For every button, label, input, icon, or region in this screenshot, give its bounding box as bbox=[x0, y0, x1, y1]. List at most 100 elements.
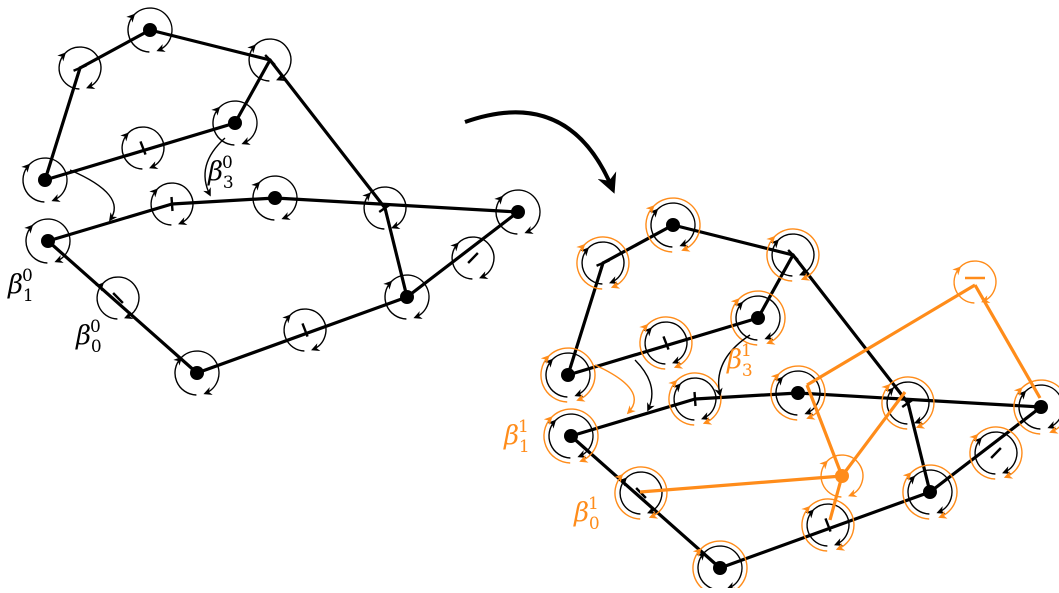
midpoint-halo-arc bbox=[614, 473, 641, 520]
overlay-edge bbox=[639, 474, 843, 494]
graph-edge bbox=[273, 196, 520, 214]
graph-vertex bbox=[564, 429, 578, 443]
graph-vertex bbox=[38, 173, 52, 187]
vertex-rotor-arc bbox=[390, 274, 430, 319]
midpoint-rotor-arc bbox=[805, 509, 828, 547]
midpoint-rotor-arc bbox=[155, 182, 194, 226]
midpoint-rotor-arc bbox=[368, 186, 407, 230]
graph-vertex bbox=[561, 368, 575, 382]
midpoint-rotor-arc bbox=[288, 308, 327, 352]
graph-edge bbox=[268, 58, 387, 210]
overlay-vertex bbox=[835, 469, 849, 483]
edge-tick bbox=[467, 252, 479, 264]
graph-vertex bbox=[923, 485, 937, 499]
right-graph bbox=[540, 197, 1059, 593]
overlay-edge bbox=[805, 384, 844, 477]
vertex-rotor-arc bbox=[913, 469, 953, 514]
vertex-rotor-arc bbox=[21, 163, 45, 203]
vertex-halo-arc bbox=[652, 197, 701, 252]
edge-tick bbox=[662, 336, 670, 350]
midpoint-rotor-arc bbox=[649, 321, 688, 365]
graph-edge bbox=[78, 28, 152, 70]
midpoint-rotor-arc bbox=[120, 132, 143, 170]
vertex-halo-arc bbox=[730, 298, 758, 346]
edge-tick bbox=[170, 196, 174, 212]
midpoint-rotor-arc bbox=[891, 381, 930, 425]
edge-tick bbox=[301, 323, 309, 337]
vertex-rotor-arc bbox=[251, 181, 275, 221]
graph-edge bbox=[405, 210, 520, 299]
vertex-rotor-arc bbox=[547, 419, 571, 459]
midpoint-rotor-arc bbox=[253, 38, 292, 82]
midpoint-halo-arc bbox=[976, 426, 1023, 479]
midpoint-halo-arc bbox=[881, 383, 908, 430]
midpoint-rotor-arc bbox=[63, 46, 102, 90]
graph-edge bbox=[796, 391, 1043, 409]
graph-edge bbox=[566, 316, 760, 377]
vertex-halo-arc bbox=[550, 408, 599, 463]
midpoint-rotor-arc bbox=[580, 247, 603, 285]
midpoint-rotor-arc bbox=[282, 314, 305, 352]
midpoint-halo-arc bbox=[639, 323, 666, 370]
graph-edge bbox=[566, 261, 605, 377]
vertex-rotor-arc bbox=[383, 280, 407, 320]
beta-arrow bbox=[594, 364, 636, 415]
overlay-edge bbox=[840, 391, 907, 477]
midpoint-rotor-arc bbox=[456, 236, 495, 280]
midpoint-rotor-arc bbox=[362, 192, 385, 230]
midpoint-halo-arc bbox=[646, 316, 693, 369]
midpoint-rotor-arc bbox=[643, 327, 666, 365]
graph-edge bbox=[383, 206, 409, 299]
midpoint-rotor-arc bbox=[57, 52, 80, 90]
graph-vertex bbox=[1034, 400, 1048, 414]
midpoint-halo-arc bbox=[668, 379, 695, 426]
edge-tick bbox=[378, 203, 392, 213]
edge-tick bbox=[787, 249, 799, 261]
transform-arrow bbox=[464, 110, 617, 194]
midpoint-rotor-arc bbox=[126, 126, 165, 170]
vertex-rotor-arc bbox=[734, 301, 758, 341]
graph-edge bbox=[756, 253, 795, 320]
midpoint-halo-arc bbox=[583, 236, 630, 289]
graph-vertex bbox=[400, 290, 414, 304]
edge-tick bbox=[693, 391, 697, 407]
vertex-halo-arc bbox=[692, 548, 712, 593]
vertex-halo-arc bbox=[909, 464, 958, 519]
overlay-rotor-arc bbox=[958, 260, 997, 304]
midpoint-rotor-arc bbox=[149, 188, 172, 226]
graph-vertex bbox=[751, 311, 765, 325]
vertex-halo-arc bbox=[737, 290, 786, 345]
graph-edge bbox=[671, 223, 795, 257]
edge-tick bbox=[73, 64, 87, 72]
midpoint-rotor-arc bbox=[979, 431, 1018, 475]
vertex-halo-arc bbox=[1013, 387, 1041, 435]
graph-vertex bbox=[41, 234, 55, 248]
vertex-rotor-arc bbox=[1017, 390, 1041, 430]
vertex-rotor-arc bbox=[554, 413, 594, 458]
midpoint-rotor-arc bbox=[247, 44, 270, 82]
graph-edge bbox=[928, 405, 1043, 494]
midpoint-halo-arc bbox=[766, 235, 793, 282]
midpoint-halo-arc bbox=[576, 243, 603, 290]
graph-edge bbox=[170, 196, 277, 206]
vertex-rotor-arc bbox=[703, 545, 743, 590]
midpoint-rotor-arc bbox=[101, 276, 140, 320]
vertex-rotor-arc bbox=[774, 376, 798, 416]
edge-tick bbox=[264, 54, 276, 66]
vertex-halo-arc bbox=[770, 373, 798, 421]
vertex-rotor-arc bbox=[218, 100, 258, 145]
vertex-rotor-arc bbox=[133, 7, 173, 52]
midpoint-halo-arc bbox=[675, 372, 722, 425]
graph-vertex bbox=[190, 366, 204, 380]
graph-edge bbox=[569, 434, 722, 570]
overlay-edge bbox=[973, 284, 1042, 399]
vertex-halo-arc bbox=[902, 472, 930, 520]
graph-edge bbox=[148, 28, 272, 62]
